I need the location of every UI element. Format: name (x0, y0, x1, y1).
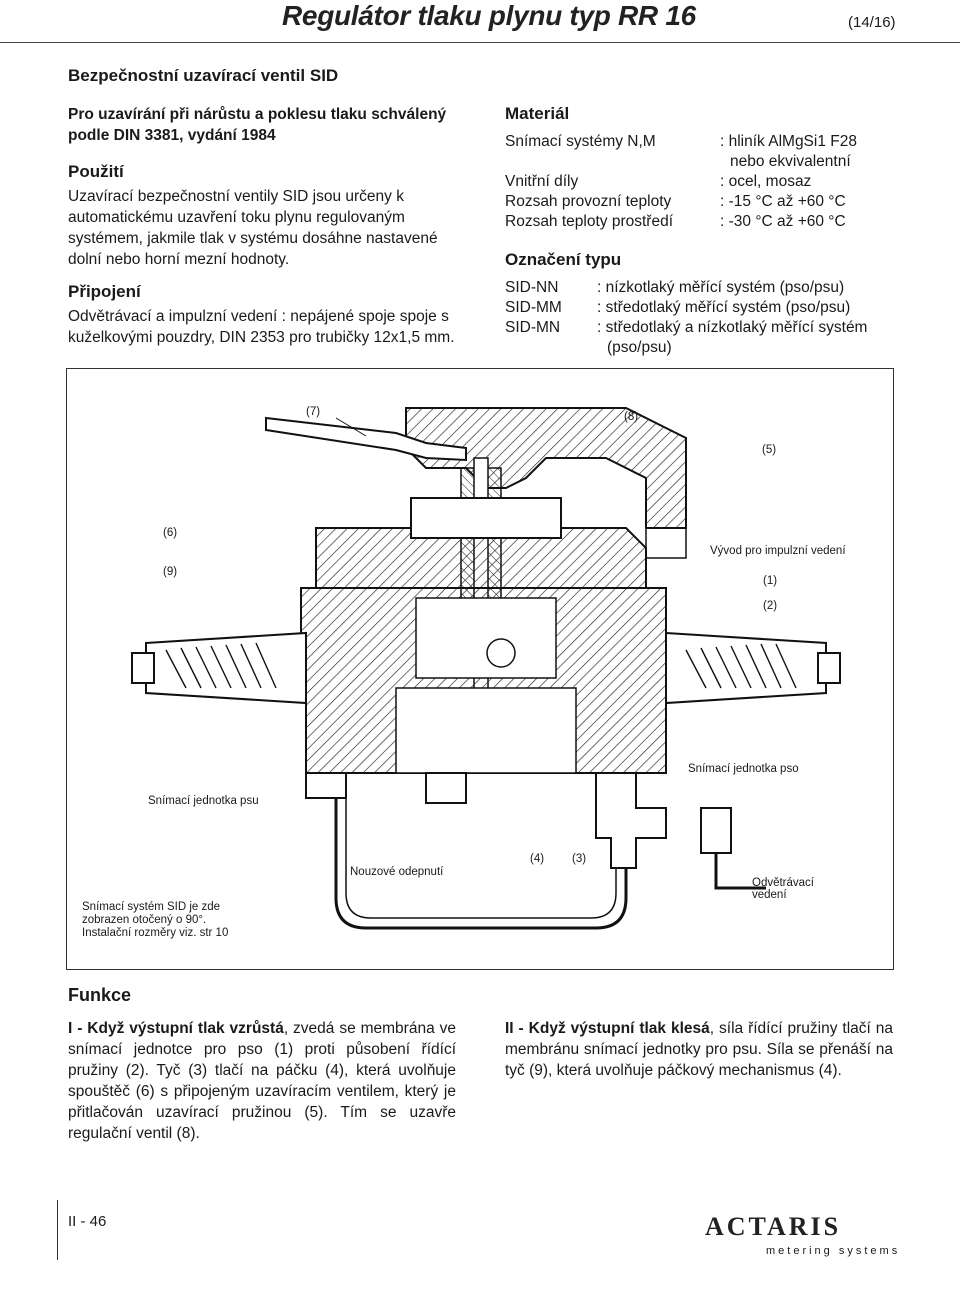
label-8: (8) (624, 411, 639, 423)
page-reference: (14/16) (848, 14, 896, 31)
label-impulse-outlet: Vývod pro impulzní vedení (710, 545, 846, 557)
material-table: Snímací systémy N,M: hliník AlMgSi1 F28 … (505, 132, 905, 232)
type-desc: : nízkotlaký měřící systém (pso/psu) (597, 279, 845, 296)
type-code (505, 338, 597, 358)
valve-cross-section-drawing (131, 407, 841, 930)
material-value: : -15 °C až +60 °C (720, 193, 846, 210)
label-5: (5) (762, 444, 777, 456)
label-7: (7) (306, 406, 321, 418)
function-case-1: I - Když výstupní tlak vzrůstá, zvedá se… (68, 1018, 456, 1144)
material-heading: Materiál (505, 104, 570, 123)
label-6: (6) (163, 527, 178, 539)
material-value: nebo ekvivalentní (730, 153, 851, 170)
function-heading: Funkce (68, 985, 132, 1005)
material-value: : ocel, mosaz (720, 173, 812, 190)
type-desc: (pso/psu) (607, 339, 672, 356)
label-1: (1) (763, 575, 778, 587)
type-code: SID-NN (505, 279, 559, 296)
section-heading-sid: Bezpečnostní uzavírací ventil SID (68, 66, 339, 85)
type-code: SID-MN (505, 319, 561, 336)
material-key: Rozsah provozní teploty (505, 193, 672, 210)
function-case-1-lead: I - Když výstupní tlak vzrůstá (68, 1020, 284, 1037)
page-number: II - 46 (68, 1213, 107, 1230)
use-heading: Použití (68, 162, 124, 181)
left-column: Bezpečnostní uzavírací ventil SID Pro uz… (68, 66, 460, 348)
label-vent-line: Odvětrávací vedení (752, 877, 814, 901)
sid-subheading: Pro uzavírání při nárůstu a poklesu tlak… (68, 106, 447, 144)
material-key: Vnitřní díly (505, 173, 579, 190)
label-3: (3) (572, 853, 587, 865)
function-case-2: II - Když výstupní tlak klesá, síla řídí… (505, 1018, 893, 1081)
label-sensor-psu: Snímací jednotka psu (148, 795, 259, 807)
label-4: (4) (530, 853, 545, 865)
connection-heading: Připojení (68, 282, 141, 301)
label-emergency-release: Nouzové odepnutí (350, 866, 444, 878)
type-desc: : středotlaký měřící systém (pso/psu) (597, 299, 851, 316)
actaris-logo-subtitle: metering systems (766, 1245, 901, 1257)
type-desc: : středotlaký a nízkotlaký měřící systém (597, 319, 868, 336)
type-heading: Označení typu (505, 250, 622, 269)
material-value: : hliník AlMgSi1 F28 (720, 133, 857, 150)
connection-text: Odvětrávací a impulzní vedení : nepájené… (68, 308, 455, 346)
function-case-1-text: , zvedá se membrána ve snímací jednotce … (68, 1020, 456, 1142)
label-2: (2) (763, 600, 778, 612)
use-text: Uzavírací bezpečnostní ventily SID jsou … (68, 188, 438, 268)
actaris-logo: ACTARIS (705, 1212, 842, 1241)
material-key: Rozsah teploty prostředí (505, 213, 674, 230)
header-rule (0, 42, 960, 43)
function-case-2-lead: II - Když výstupní tlak klesá (505, 1020, 710, 1037)
footer-rule (57, 1200, 58, 1260)
material-key: Snímací systémy N,M (505, 133, 656, 150)
type-code: SID-MM (505, 299, 562, 316)
material-value: : -30 °C až +60 °C (720, 213, 846, 230)
figure-note: Snímací systém SID je zde zobrazen otoče… (82, 901, 229, 939)
document-title: Regulátor tlaku plynu typ RR 16 (282, 0, 696, 31)
right-column: Materiál Snímací systémy N,M : hliník AlM… (505, 104, 905, 358)
technical-drawing-frame (66, 368, 894, 970)
label-9: (9) (163, 566, 178, 578)
label-sensor-pso: Snímací jednotka pso (688, 763, 799, 775)
type-table: SID-NN : nízkotlaký měřící systém (pso/ps… (505, 278, 905, 358)
material-key (505, 152, 720, 172)
function-case-2-text: , síla řídící pružiny tlačí na membránu … (505, 1020, 893, 1079)
